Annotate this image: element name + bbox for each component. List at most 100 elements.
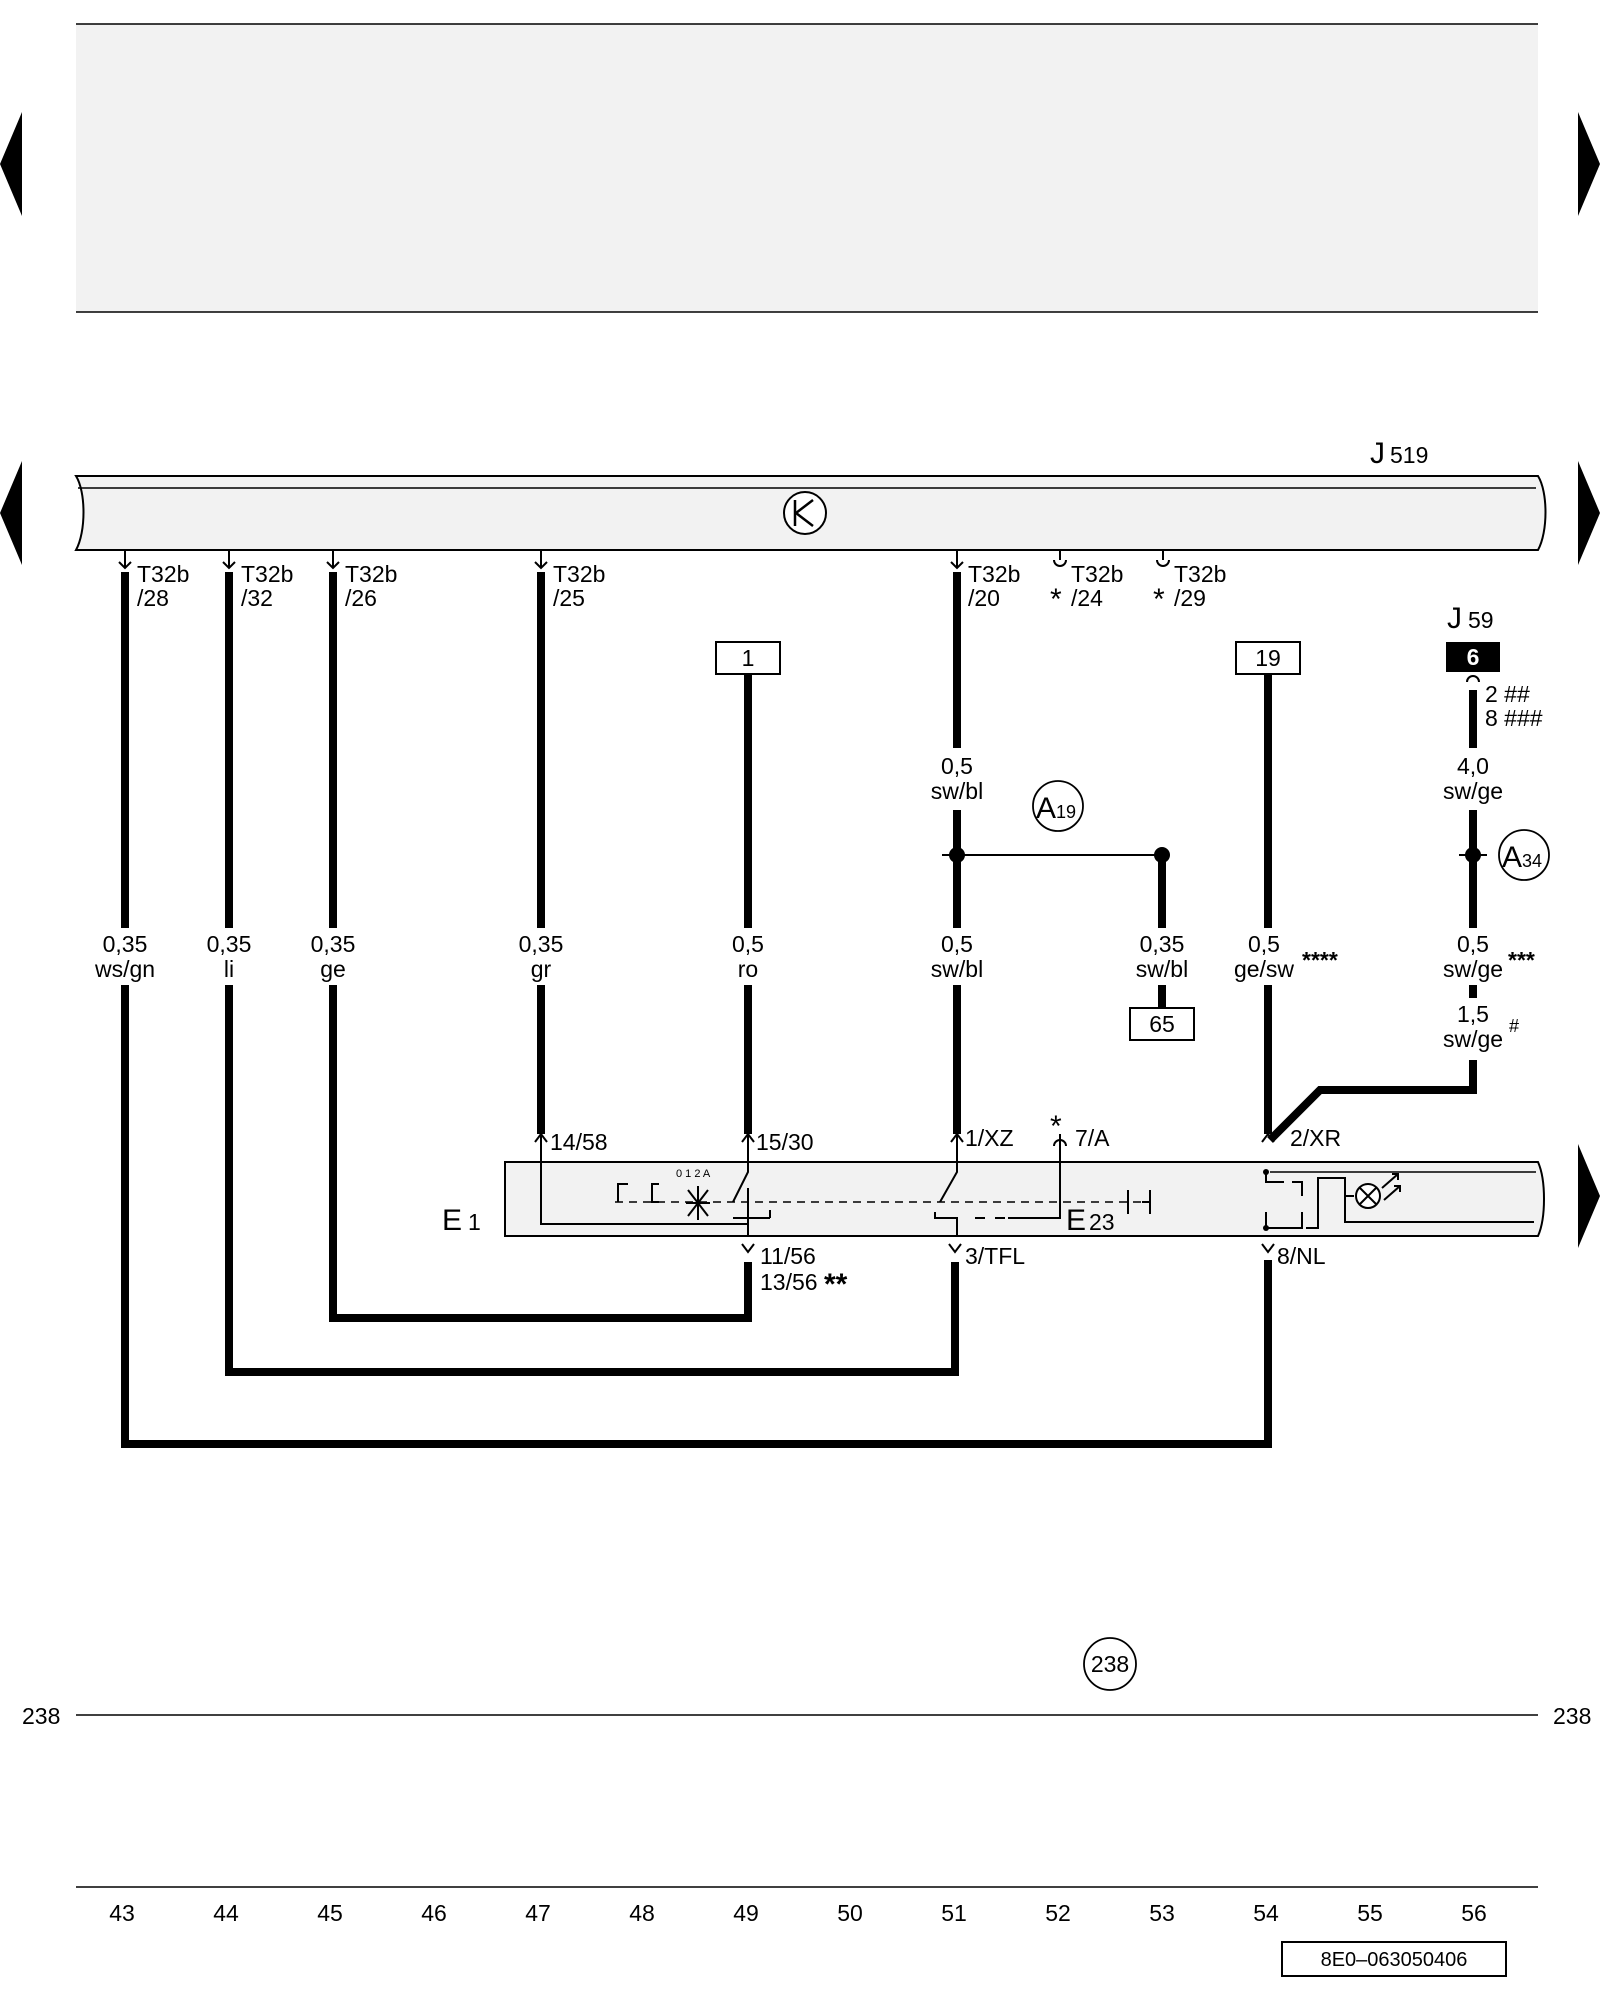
- j59-pin-variant-2: 8 ###: [1485, 705, 1543, 731]
- svg-text:19: 19: [1056, 802, 1076, 822]
- svg-text:sw/ge: sw/ge: [1443, 778, 1503, 804]
- svg-text:A: A: [1036, 792, 1056, 825]
- doc-id-box: 8E0–063050406: [1281, 1941, 1507, 1977]
- svg-text:1,5: 1,5: [1457, 1001, 1489, 1027]
- switch-positions: 0 1 2 A: [676, 1168, 711, 1180]
- svg-text:#: #: [1509, 1016, 1519, 1036]
- svg-text:1/XZ: 1/XZ: [965, 1125, 1014, 1151]
- connector-pin: /26: [345, 585, 377, 611]
- pin-28: T32b /28: [118, 550, 189, 611]
- pin-25: T32b /25: [534, 550, 605, 611]
- prev-page-arrow-mid[interactable]: [0, 461, 22, 565]
- svg-text:*: *: [1050, 1110, 1062, 1143]
- top-panel: [76, 23, 1538, 313]
- connector-pin: /28: [137, 585, 169, 611]
- upper-wire-labels: 0,5 sw/bl 4,0 sw/ge: [931, 753, 1503, 804]
- splice-a34: A 34: [1498, 829, 1550, 881]
- next-page-arrow-low[interactable]: [1578, 1144, 1600, 1248]
- svg-text:li: li: [224, 956, 234, 982]
- e23-letter: E: [1066, 1204, 1086, 1237]
- track-number: 47: [525, 1900, 551, 1926]
- svg-text:sw/bl: sw/bl: [1136, 956, 1188, 982]
- prev-page-arrow-top[interactable]: [0, 112, 22, 216]
- svg-text:0,5: 0,5: [941, 753, 973, 779]
- connector-id: T32b: [1071, 561, 1123, 587]
- section-reference: 238 238 238: [22, 1637, 1591, 1729]
- connector-id: T32b: [241, 561, 293, 587]
- track-number: 50: [837, 1900, 863, 1926]
- connector-id: T32b: [345, 561, 397, 587]
- svg-text:0,5: 0,5: [941, 931, 973, 957]
- svg-text:0,35: 0,35: [103, 931, 148, 957]
- svg-text:ro: ro: [738, 956, 758, 982]
- connector-pin: /32: [241, 585, 273, 611]
- next-page-arrow-mid[interactable]: [1578, 461, 1600, 565]
- connector-pin: /20: [968, 585, 1000, 611]
- section-ref-number: 238: [1091, 1651, 1129, 1677]
- junction-dot: [1154, 847, 1170, 863]
- track-number: 53: [1149, 1900, 1175, 1926]
- svg-text:3/TFL: 3/TFL: [965, 1243, 1025, 1269]
- svg-text:0,35: 0,35: [311, 931, 356, 957]
- svg-text:sw/ge: sw/ge: [1443, 956, 1503, 982]
- e1-letter: E: [442, 1204, 462, 1237]
- e23-number: 23: [1089, 1209, 1115, 1235]
- connector-pin: /25: [553, 585, 585, 611]
- track-number: 46: [421, 1900, 447, 1926]
- track-number: 44: [213, 1900, 239, 1926]
- svg-text:8/NL: 8/NL: [1277, 1243, 1326, 1269]
- svg-text:ge/sw: ge/sw: [1234, 956, 1294, 982]
- svg-text:gr: gr: [531, 956, 552, 982]
- j519-number: 519: [1390, 442, 1428, 468]
- svg-text:15/30: 15/30: [756, 1129, 814, 1155]
- svg-text:****: ****: [1302, 947, 1338, 973]
- connector-pins: T32b /28 T32b /32 T32b /26 T32b /25 T32b…: [118, 550, 1226, 616]
- connector-star: *: [1153, 583, 1165, 616]
- connector-id: T32b: [137, 561, 189, 587]
- connector-star: *: [1050, 583, 1062, 616]
- svg-text:0,35: 0,35: [207, 931, 252, 957]
- pin-26: T32b /26: [326, 550, 397, 611]
- connector-id: T32b: [1174, 561, 1226, 587]
- svg-text:11/56: 11/56: [760, 1243, 816, 1269]
- right-marker: 238: [1553, 1703, 1591, 1729]
- doc-id: 8E0–063050406: [1321, 1949, 1468, 1971]
- svg-text:A: A: [1502, 841, 1522, 874]
- svg-text:14/58: 14/58: [550, 1129, 608, 1155]
- track-number: 54: [1253, 1900, 1279, 1926]
- track-number: 43: [109, 1900, 135, 1926]
- track-number: 49: [733, 1900, 759, 1926]
- connector-id: T32b: [968, 561, 1020, 587]
- connector-id: T32b: [553, 561, 605, 587]
- nav-arrows[interactable]: [0, 112, 1600, 1248]
- track-number: 56: [1461, 1900, 1487, 1926]
- left-marker: 238: [22, 1703, 60, 1729]
- e1-light-switch: E 1 E 23 0 1 2 A: [442, 1134, 1545, 1237]
- svg-text:0,5: 0,5: [1248, 931, 1280, 957]
- svg-text:sw/bl: sw/bl: [931, 956, 983, 982]
- wires: [121, 572, 1487, 1448]
- track-number: 55: [1357, 1900, 1383, 1926]
- next-page-arrow-top[interactable]: [1578, 112, 1600, 216]
- e1-number: 1: [468, 1209, 481, 1235]
- svg-text:sw/bl: sw/bl: [931, 778, 983, 804]
- junction-dot: [949, 847, 965, 863]
- wire-labels: 0,35 ws/gn 0,35 li 0,35 ge 0,35 gr 0,5 r…: [94, 931, 1535, 1052]
- j59-number: 59: [1468, 607, 1494, 633]
- svg-text:ws/gn: ws/gn: [94, 956, 155, 982]
- pin-29: T32b * /29: [1153, 550, 1226, 616]
- track-numbers: 43 44 45 46 47 48 49 50 51 52 53 54 55 5…: [76, 1886, 1538, 1926]
- reference-boxes: 1 19 65: [715, 641, 1301, 1041]
- track-number: 48: [629, 1900, 655, 1926]
- svg-text:**: **: [824, 1268, 848, 1301]
- j519-control-unit: J 519: [74, 437, 1547, 551]
- ref-box-19: 19: [1255, 645, 1281, 671]
- svg-text:0,5: 0,5: [732, 931, 764, 957]
- ref-box-1: 1: [742, 645, 755, 671]
- svg-text:0,35: 0,35: [519, 931, 564, 957]
- svg-text:0,5: 0,5: [1457, 931, 1489, 957]
- junction-dot: [1465, 847, 1481, 863]
- svg-text:13/56: 13/56: [760, 1269, 818, 1295]
- j59-letter: J: [1447, 602, 1462, 635]
